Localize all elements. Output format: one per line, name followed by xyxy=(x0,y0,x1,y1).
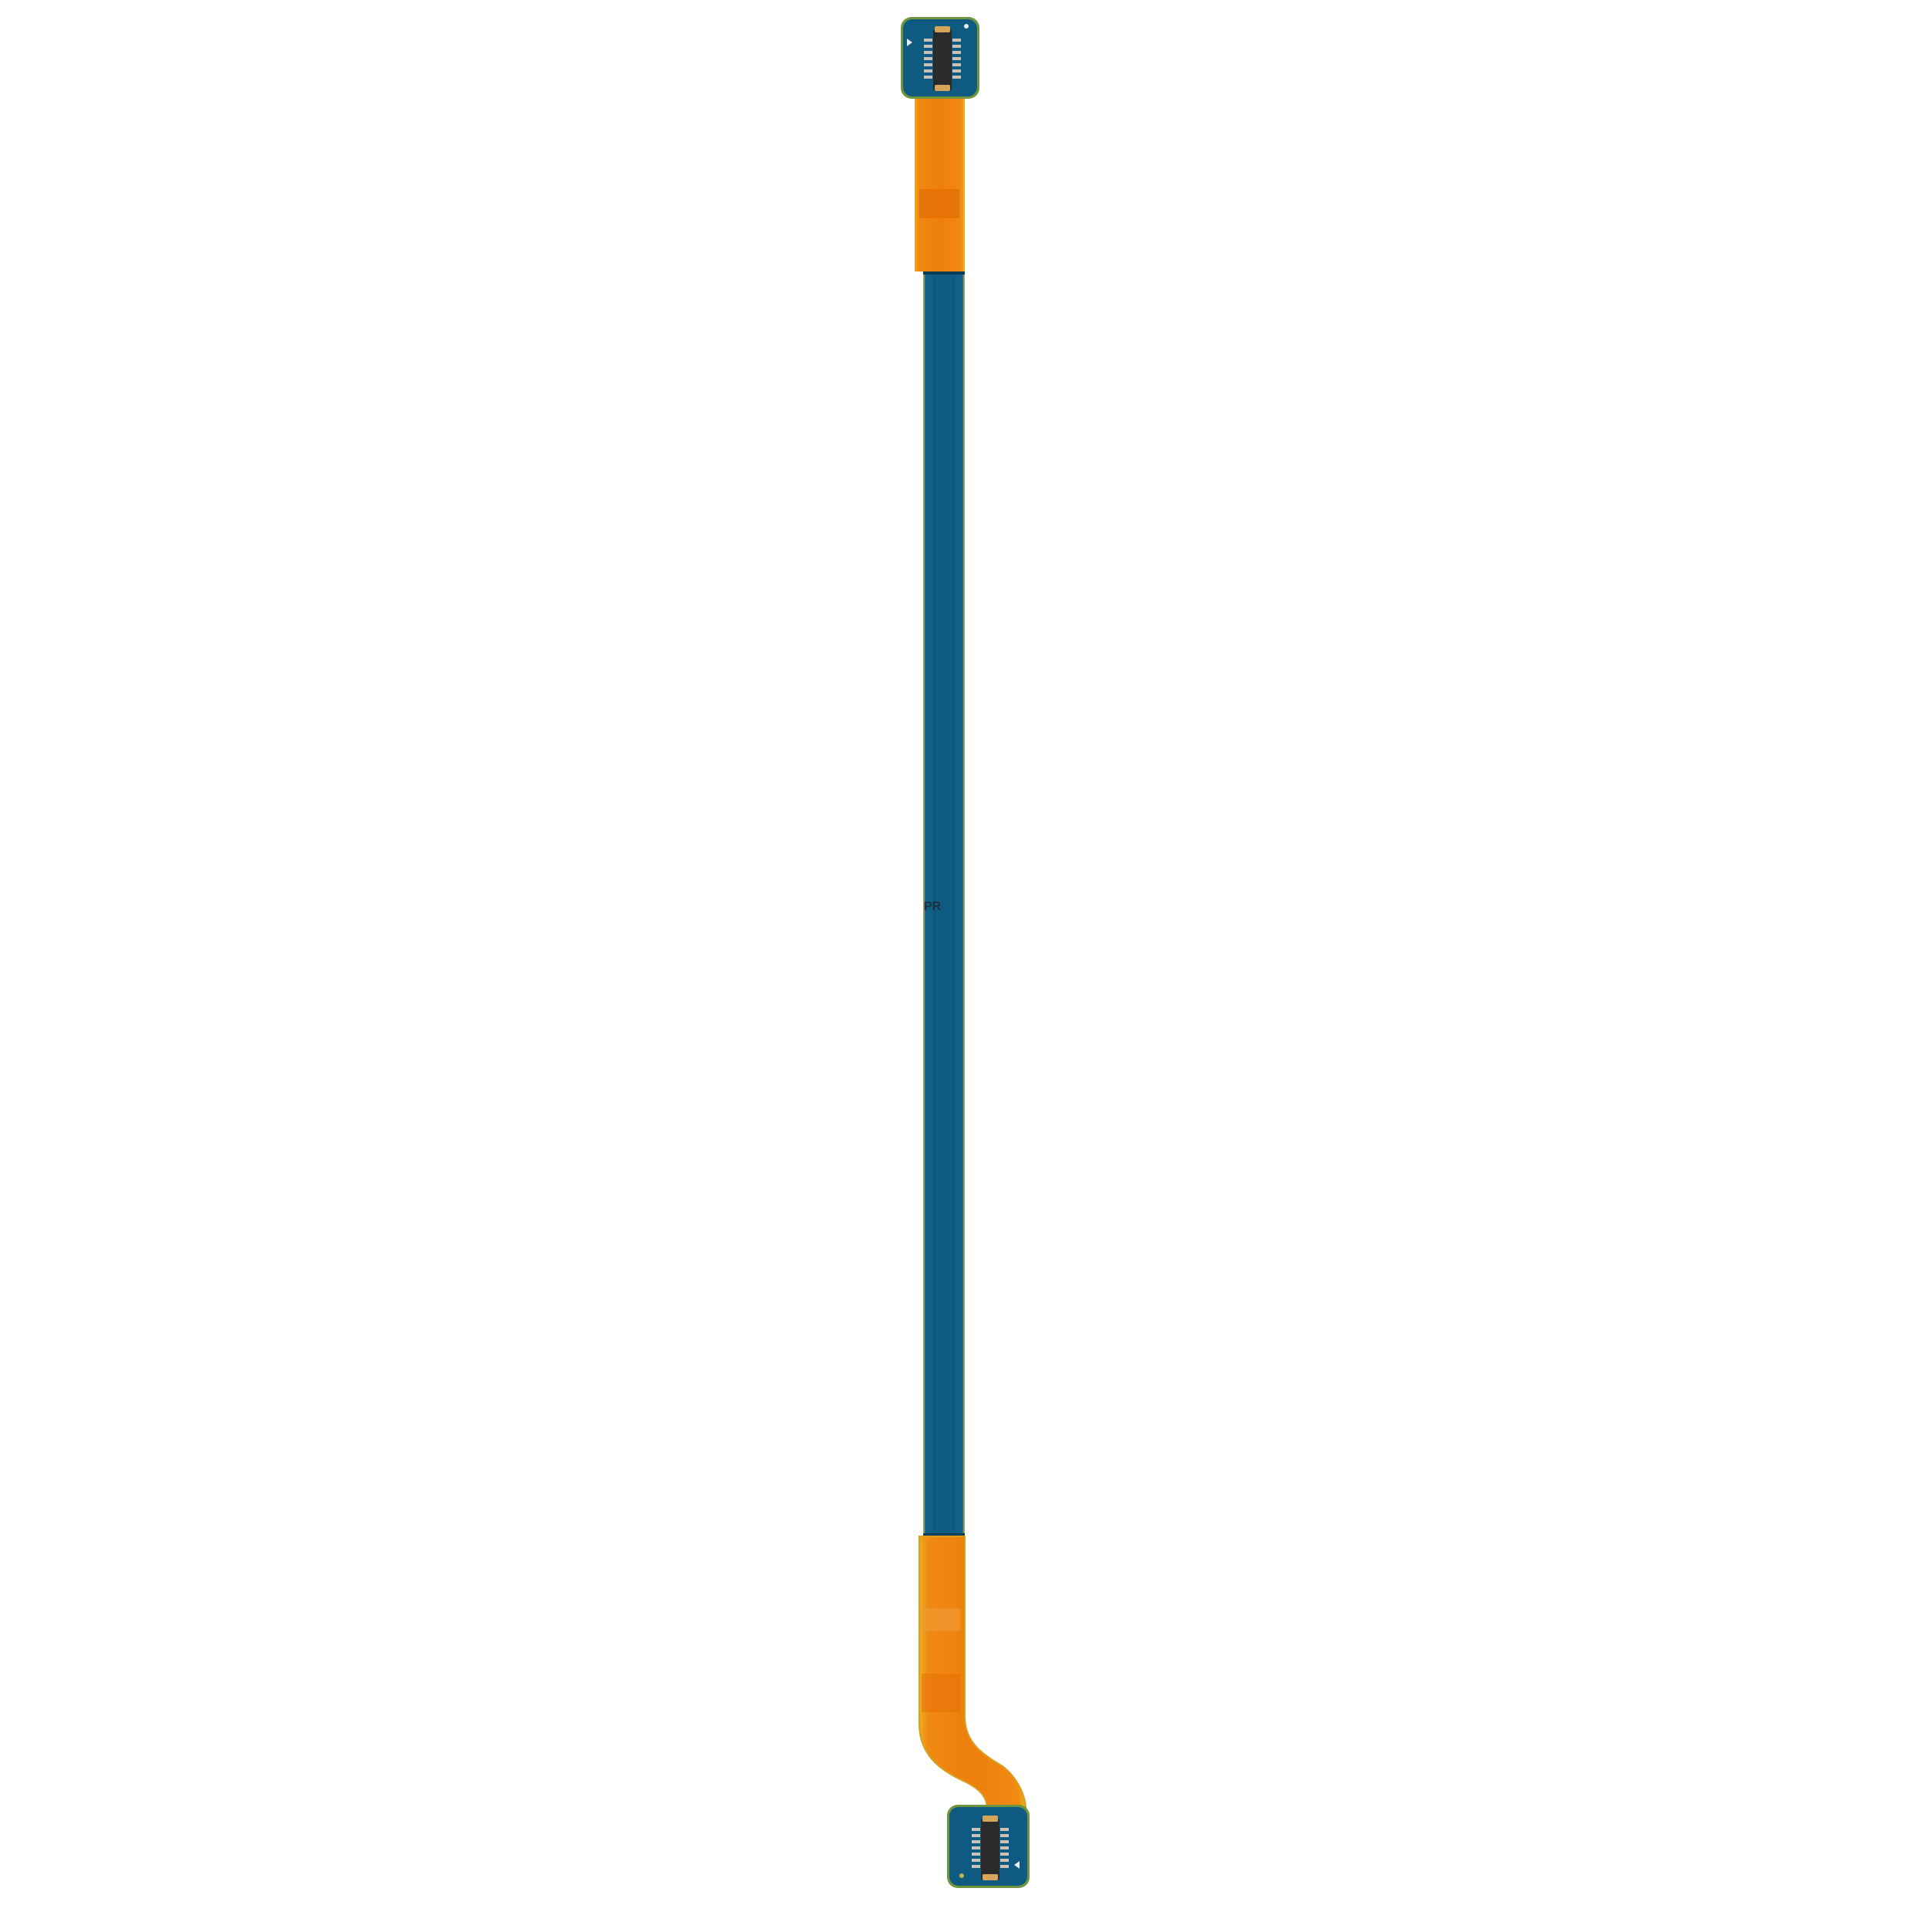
top-connector-pad xyxy=(901,17,979,99)
pin1-triangle-icon xyxy=(1014,1861,1020,1869)
bottom-board-connector xyxy=(972,1816,1009,1880)
pr-marking: PR xyxy=(924,900,942,913)
fiducial-dot-icon xyxy=(964,24,969,29)
bottom-flex-segment xyxy=(918,1536,1027,1809)
main-stiffener-strip: PR xyxy=(923,271,965,1536)
bottom-connector-pad xyxy=(947,1805,1030,1888)
top-flex-segment xyxy=(915,99,965,271)
fiducial-dot-icon xyxy=(959,1873,964,1878)
pin1-triangle-icon xyxy=(907,39,912,46)
top-board-connector xyxy=(924,26,961,91)
